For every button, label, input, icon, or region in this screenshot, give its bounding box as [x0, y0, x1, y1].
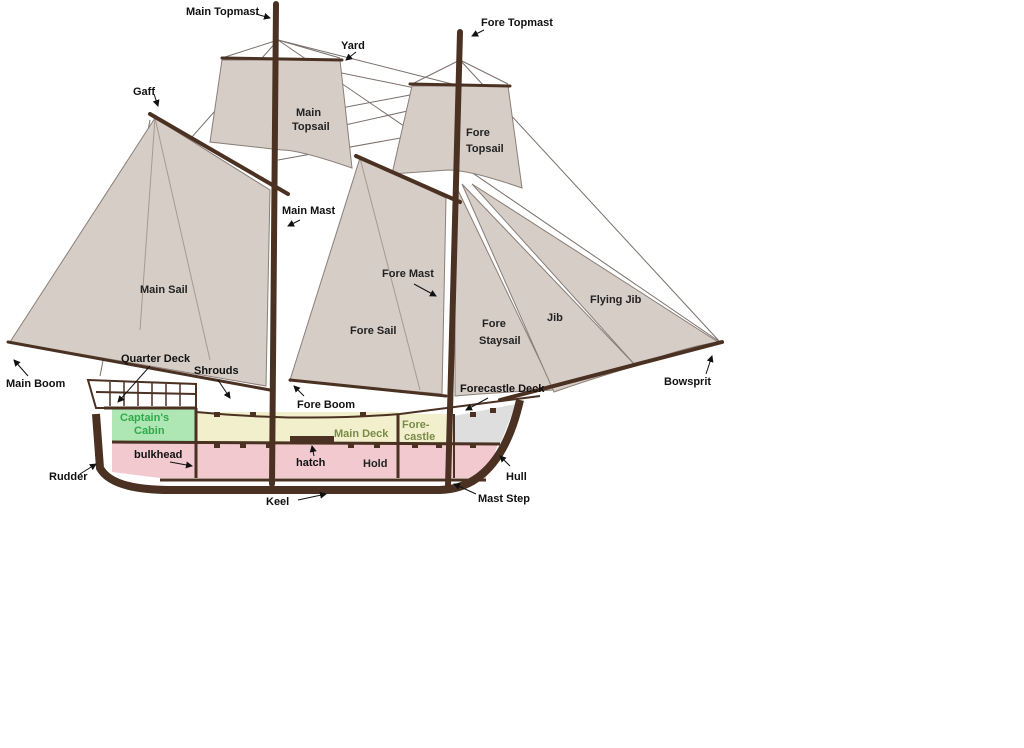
label-fore-topsail-line2: Topsail: [466, 143, 504, 155]
fore-mast: [445, 29, 463, 489]
gaff: [148, 112, 290, 196]
fore-gaff: [354, 154, 462, 204]
captains-cabin-area: [112, 408, 196, 442]
label-captains-cabin-line1: Captain's: [120, 412, 169, 424]
label-main-topsail-line2: Topsail: [292, 121, 330, 133]
label-fore-staysail-line1: Fore: [482, 318, 506, 330]
label-yard: Yard: [341, 40, 365, 52]
sail-seams: [139, 117, 421, 391]
label-flying-jib: Flying Jib: [590, 294, 642, 306]
label-main-sail: Main Sail: [140, 284, 188, 296]
main-sail: [9, 117, 271, 387]
label-hull: Hull: [506, 471, 527, 483]
label-bulkhead: bulkhead: [134, 449, 182, 461]
forecastle-bow-area: [454, 404, 516, 444]
main-topsail: [209, 59, 353, 169]
hull: [86, 378, 541, 494]
label-shrouds: Shrouds: [194, 365, 239, 377]
spars: [6, 1, 724, 489]
label-main-topsail-line1: Main: [296, 107, 321, 119]
label-fore-sail: Fore Sail: [350, 325, 396, 337]
label-hatch: hatch: [296, 457, 326, 469]
quarter-deck-railing: [109, 382, 181, 406]
label-main-topmast: Main Topmast: [186, 6, 259, 18]
label-fore-topmast: Fore Topmast: [481, 17, 553, 29]
fore-boom: [288, 378, 448, 398]
label-fore-topsail-line1: Fore: [466, 127, 490, 139]
label-fore-boom: Fore Boom: [297, 399, 355, 411]
label-fore-mast: Fore Mast: [382, 268, 434, 280]
label-gaff: Gaff: [133, 86, 155, 98]
main-boom: [6, 340, 272, 392]
label-forecastle-line2: castle: [404, 431, 435, 443]
forecastle-area: [398, 414, 454, 444]
label-jib: Jib: [547, 312, 563, 324]
fore-staysail: [454, 183, 555, 397]
label-keel: Keel: [266, 496, 289, 508]
label-fore-staysail-line2: Staysail: [479, 335, 521, 347]
bowsprit: [498, 340, 724, 402]
fore-yard: [408, 82, 512, 88]
label-mast-step: Mast Step: [478, 493, 530, 505]
label-main-boom: Main Boom: [6, 378, 65, 390]
label-main-deck: Main Deck: [334, 428, 389, 440]
label-bowsprit: Bowsprit: [664, 376, 711, 388]
label-forecastle-line1: Fore-: [402, 419, 430, 431]
label-hold: Hold: [363, 458, 387, 470]
label-quarter-deck: Quarter Deck: [121, 353, 191, 365]
label-rudder: Rudder: [49, 471, 88, 483]
label-captains-cabin-line2: Cabin: [134, 425, 165, 437]
labels: Main Topmast Fore Topmast Yard Gaff Main…: [6, 6, 714, 508]
label-main-mast: Main Mast: [282, 205, 336, 217]
main-yard: [220, 56, 344, 62]
label-forecastle-deck: Forecastle Deck: [460, 383, 545, 395]
sails: [9, 59, 720, 397]
main-mast: [269, 1, 279, 487]
hold-area: [112, 442, 498, 478]
gunports: [214, 408, 496, 448]
